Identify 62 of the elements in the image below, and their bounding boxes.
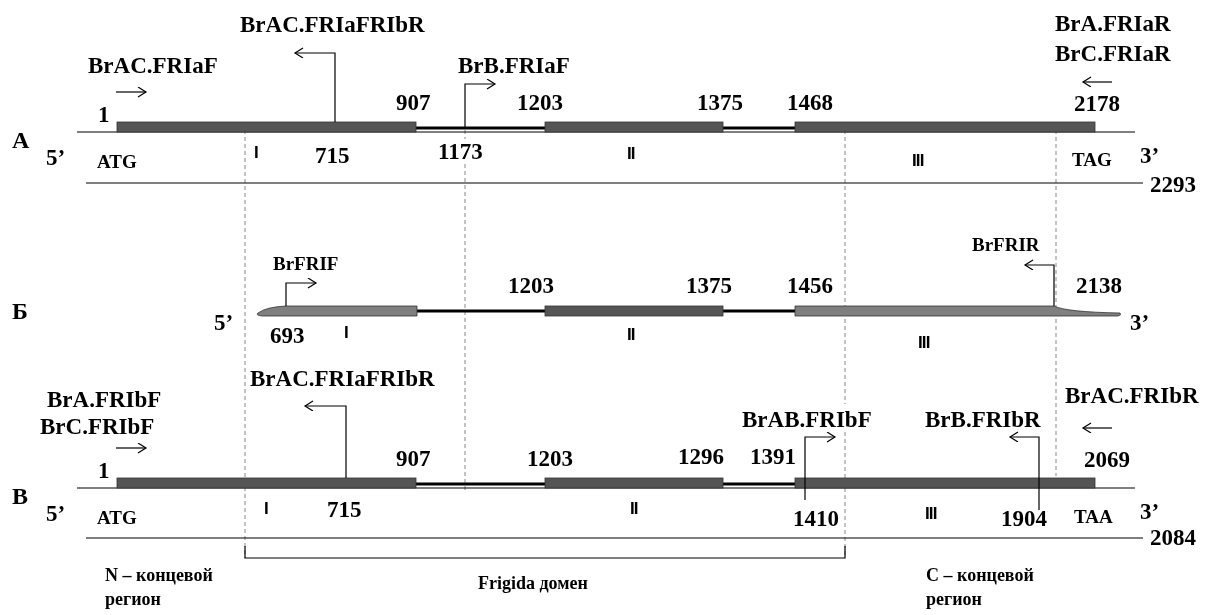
domain-numeral: I: [264, 500, 268, 517]
strand-end-label: 3’: [1130, 311, 1150, 334]
position-number: 1410: [793, 507, 839, 530]
position-number: 2178: [1074, 92, 1120, 115]
position-number: 1173: [438, 140, 483, 163]
position-number: 1456: [787, 274, 833, 297]
domain-numeral: II: [627, 145, 635, 162]
position-number: 907: [396, 91, 431, 114]
primer-label: BrA.FRIaR: [1055, 12, 1171, 35]
position-number: 2293: [1150, 173, 1196, 196]
position-number: 1296: [678, 445, 724, 468]
primer-label: BrFRIR: [972, 235, 1040, 254]
row-letter: В: [12, 484, 28, 508]
domain-numeral: III: [918, 334, 930, 351]
position-number: 1203: [517, 91, 563, 114]
position-number: 1904: [1001, 507, 1047, 530]
strand-end-label: 5’: [46, 146, 66, 169]
position-number: 1375: [686, 274, 732, 297]
position-number: 907: [396, 447, 431, 470]
strand-end-label: 5’: [214, 311, 234, 334]
position-number: 1468: [787, 91, 833, 114]
position-number: 1: [98, 459, 110, 482]
primer-label: BrAB.FRIbF: [742, 408, 872, 431]
position-number: 715: [327, 498, 362, 521]
position-number: 1: [98, 103, 110, 126]
row-letter: А: [12, 128, 30, 152]
position-number: 2084: [1150, 526, 1196, 549]
primer-label: BrFRIF: [273, 254, 339, 273]
codon-label: ATG: [97, 508, 137, 527]
position-number: 1203: [527, 447, 573, 470]
primer-label: BrC.FRIbF: [40, 415, 155, 438]
region-label: N – концевой регион: [105, 564, 214, 611]
position-number: 1375: [697, 91, 743, 114]
position-number: 2069: [1084, 448, 1130, 471]
position-number: 2138: [1076, 274, 1122, 297]
primer-label: BrAC.FRIaF: [88, 54, 218, 77]
primer-label: BrAC.FRIaFRIbR: [250, 367, 435, 390]
codon-label: TAA: [1074, 507, 1113, 526]
primer-label: BrAC.FRIbR: [1065, 384, 1199, 407]
primer-label: BrB.FRIaF: [458, 54, 570, 77]
position-number: 1391: [750, 445, 796, 468]
position-number: 1203: [508, 274, 554, 297]
primer-label: BrA.FRIbF: [47, 388, 162, 411]
codon-label: ATG: [97, 152, 137, 171]
domain-numeral: III: [925, 505, 937, 522]
domain-numeral: II: [630, 500, 638, 517]
region-label: Frigida домен: [478, 572, 589, 595]
primer-label: BrC.FRIaR: [1055, 42, 1171, 65]
strand-end-label: 5’: [46, 502, 66, 525]
primer-label: BrB.FRIbR: [925, 408, 1041, 431]
domain-numeral: II: [627, 326, 635, 343]
strand-end-label: 3’: [1140, 144, 1160, 167]
primer-label: BrAC.FRIaFRIbR: [240, 13, 425, 36]
row-letter: Б: [12, 299, 28, 323]
position-number: 693: [270, 324, 305, 347]
domain-numeral: I: [254, 144, 258, 161]
strand-end-label: 3’: [1140, 500, 1160, 523]
domain-numeral: III: [912, 152, 924, 169]
region-label: С – концевой регион: [926, 564, 1035, 611]
codon-label: TAG: [1072, 150, 1112, 169]
position-number: 715: [315, 144, 350, 167]
domain-numeral: I: [344, 324, 348, 341]
